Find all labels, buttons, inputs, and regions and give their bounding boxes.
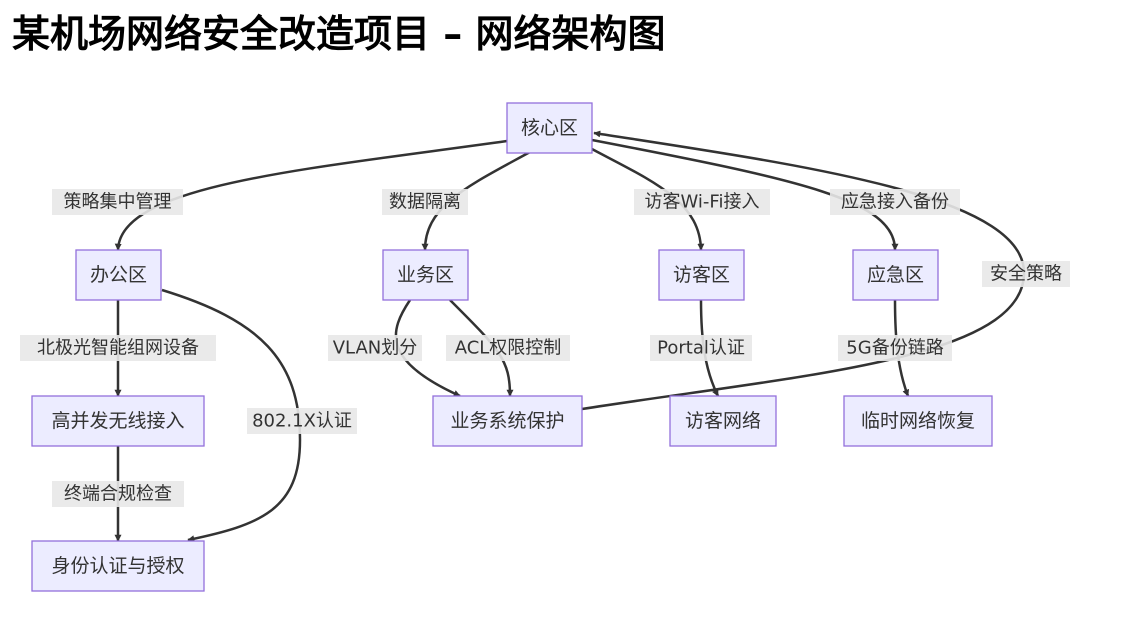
node-label-auth: 身份认证与授权 [51,555,184,577]
edge-office-auth [161,288,302,543]
label-text-business-acl: ACL权限控制 [455,338,562,359]
edge-bizprotect-core [581,130,1026,411]
node-visitor[interactable]: 访客区 [658,249,745,301]
node-visitornet[interactable]: 访客网络 [669,395,777,447]
node-bizprotect[interactable]: 业务系统保护 [432,395,583,447]
node-label-business: 业务区 [397,264,454,286]
label-core-office: 策略集中管理 [52,189,183,215]
diagram-title: 某机场网络安全改造项目 – 网络架构图 [12,12,666,56]
node-label-visitor: 访客区 [673,264,730,286]
label-office-wireless: 北极光智能组网设备 [20,335,216,361]
node-label-bizprotect: 业务系统保护 [450,410,564,432]
label-text-emergency-5g: 5G备份链路 [846,338,943,359]
node-label-office: 办公区 [90,264,147,286]
node-business[interactable]: 业务区 [382,249,469,301]
node-label-recovery: 临时网络恢复 [861,410,975,432]
label-office-auth: 802.1X认证 [247,408,357,434]
label-core-emergency: 应急接入备份 [830,189,960,215]
label-text-business-vlan: VLAN划分 [333,338,418,359]
node-label-wireless: 高并发无线接入 [51,410,184,432]
label-core-visitor: 访客Wi-Fi接入 [634,189,770,215]
edge-labels: 策略集中管理 数据隔离 访客Wi-Fi接入 应急接入备份 安全策略 北极光智能组… [20,189,1070,507]
node-emergency[interactable]: 应急区 [852,249,939,301]
label-business-vlan: VLAN划分 [328,335,422,361]
label-text-office-wireless: 北极光智能组网设备 [37,338,199,359]
label-text-core-emergency: 应急接入备份 [841,192,949,213]
label-text-bizprotect-core: 安全策略 [990,264,1062,285]
label-core-business: 数据隔离 [382,189,468,215]
label-text-core-office: 策略集中管理 [64,192,172,213]
edge-core-office [114,139,508,251]
label-business-acl: ACL权限控制 [446,335,570,361]
node-wireless[interactable]: 高并发无线接入 [31,395,205,447]
label-text-core-visitor: 访客Wi-Fi接入 [645,192,760,213]
node-label-emergency: 应急区 [867,264,924,286]
label-text-core-business: 数据隔离 [389,192,461,213]
nodes: 核心区 办公区 业务区 访客区 应急区 高并发无线接入 业务系统保护 访客网络 [31,102,993,592]
edge-core-emergency [591,138,899,251]
node-label-visitornet: 访客网络 [685,410,761,432]
node-core[interactable]: 核心区 [506,102,593,154]
label-wireless-auth: 终端合规检查 [52,481,184,507]
node-office[interactable]: 办公区 [75,249,162,301]
label-text-visitor-portal: Portal认证 [657,338,745,359]
node-recovery[interactable]: 临时网络恢复 [843,395,993,447]
label-text-office-auth: 802.1X认证 [252,411,352,432]
node-label-core: 核心区 [521,117,578,139]
label-visitor-portal: Portal认证 [650,335,752,361]
label-text-wireless-auth: 终端合规检查 [64,484,172,505]
node-auth[interactable]: 身份认证与授权 [31,540,205,592]
label-emergency-5g: 5G备份链路 [838,335,952,361]
label-bizprotect-core: 安全策略 [982,261,1070,287]
